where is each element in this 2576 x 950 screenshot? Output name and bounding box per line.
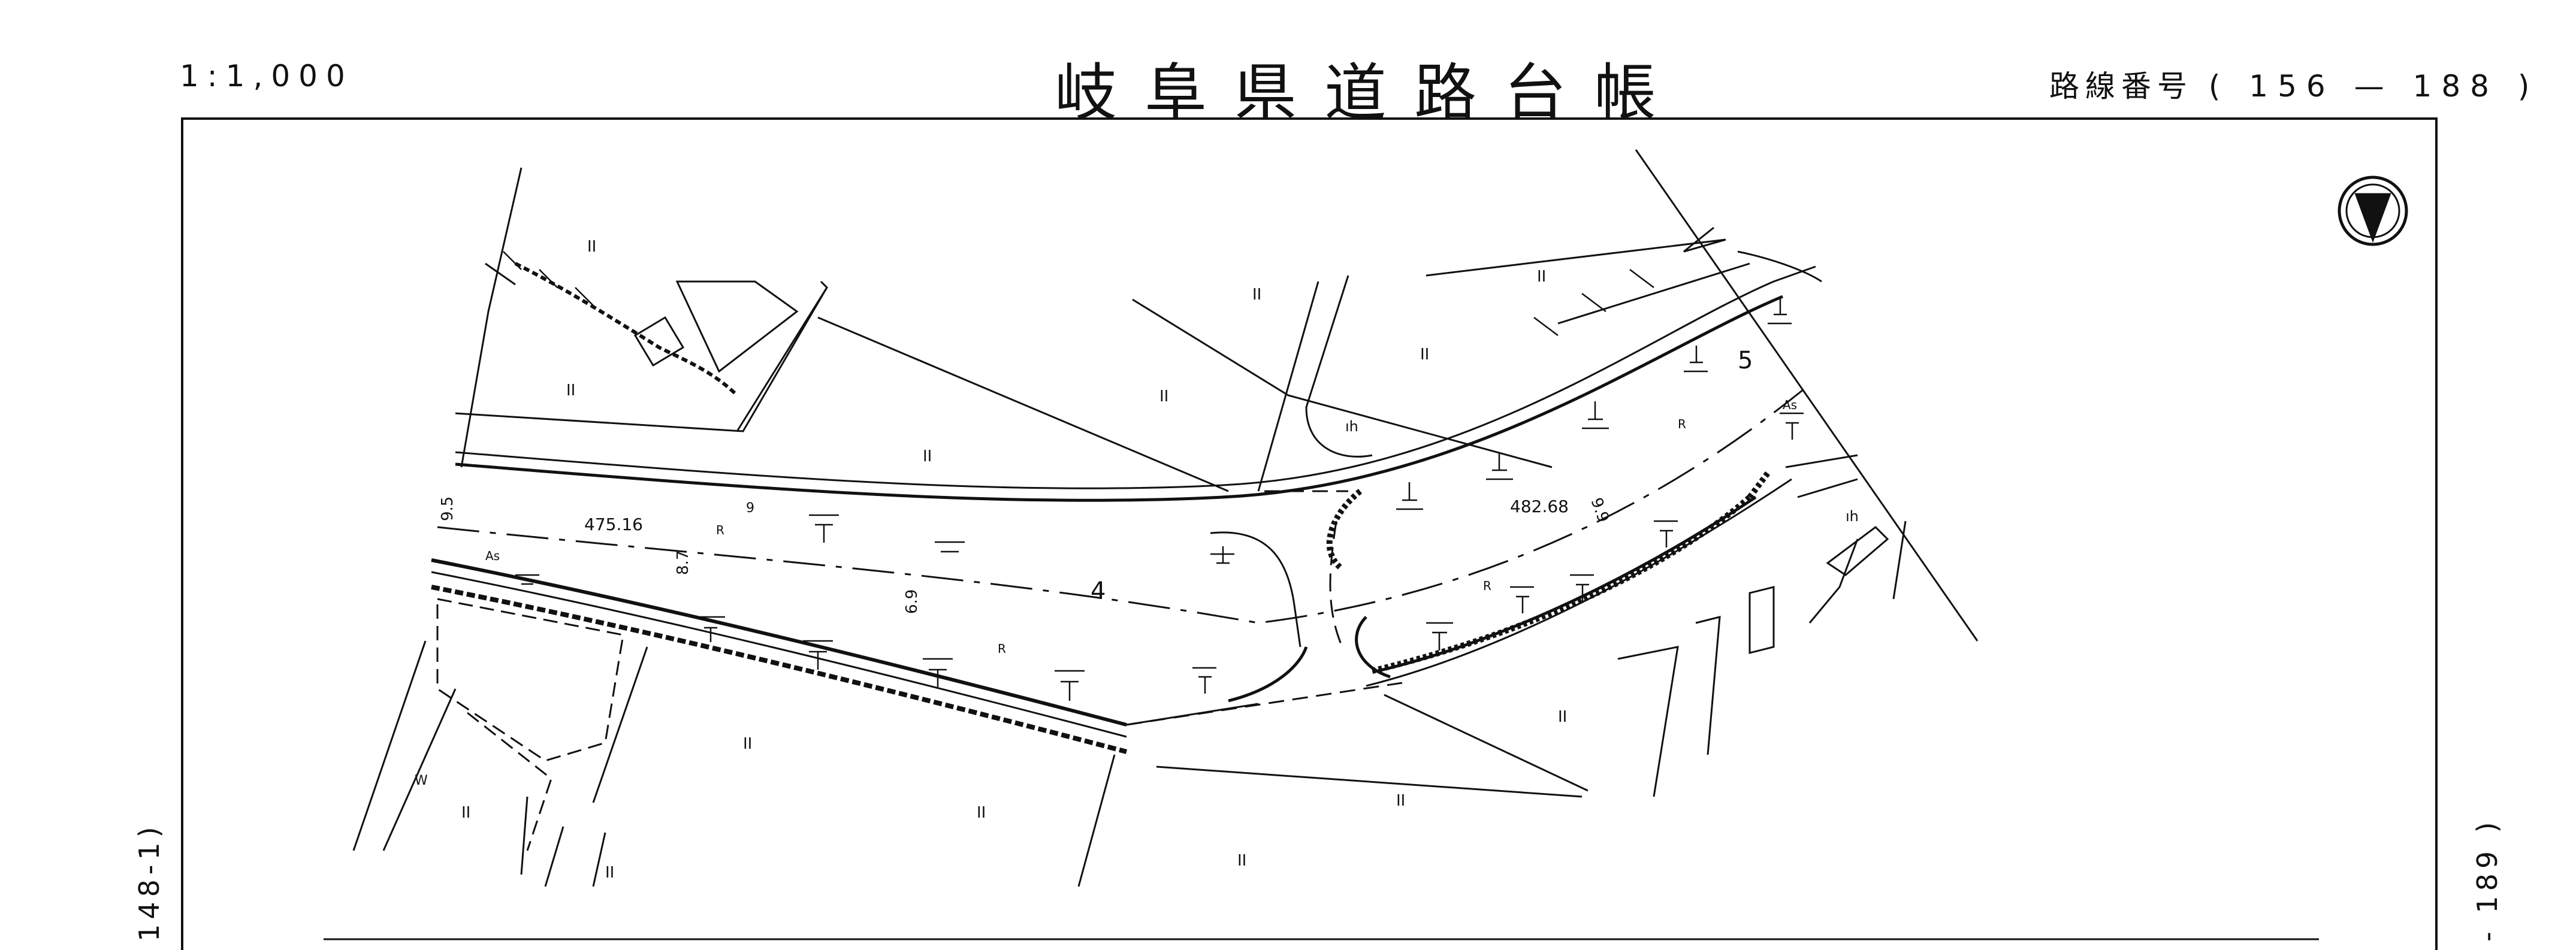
parcel-line	[1808, 521, 1907, 624]
parcel-mark: II	[605, 864, 614, 882]
roadside-mark: R	[1678, 417, 1686, 431]
road-edge-north-inner	[455, 295, 1783, 502]
slope-symbols	[503, 251, 1804, 701]
parcel-line	[1257, 281, 1319, 492]
side-road-east-edge	[1329, 521, 1343, 648]
width-label: 9.5	[439, 497, 457, 521]
parcel-mark: II	[977, 804, 986, 822]
parcel-line	[485, 262, 516, 286]
retaining-wall-north	[514, 262, 739, 397]
parcel-mark: II	[566, 382, 575, 400]
width-label: 6.9	[903, 589, 921, 614]
route-label: 路線番号	[2049, 69, 2193, 104]
parcel-line	[736, 287, 828, 432]
parcel-line	[592, 646, 1583, 887]
parcel-line	[1426, 226, 1726, 277]
parcel-line	[467, 712, 552, 851]
parcel-mark: II	[1537, 268, 1546, 286]
parcel-line	[1384, 694, 1589, 792]
parcel-line	[1305, 275, 1373, 458]
width-label: 9.9	[1587, 495, 1612, 525]
curb-return-west	[1228, 646, 1308, 703]
retaining-wall-south	[431, 585, 1128, 754]
map-frame	[181, 117, 2438, 950]
parcel-mark: II	[1396, 792, 1405, 810]
parcel-line	[675, 280, 799, 373]
parcel-line	[1617, 646, 1679, 797]
parcel-line	[1695, 616, 1721, 755]
dashed-boundary	[1126, 490, 1403, 726]
parcel-line	[1748, 586, 1775, 654]
parcel-mark: II	[1558, 708, 1567, 726]
parcel-mark: II	[743, 735, 752, 753]
north-arrow-icon	[2338, 176, 2408, 246]
pavement-mark: As	[1783, 398, 1797, 412]
road-edge-south-outer	[431, 571, 1127, 738]
roadside-mark: R	[998, 642, 1006, 656]
parcel-line	[436, 598, 624, 762]
road-edge-south-east	[1126, 478, 1792, 726]
parcel-mark: II	[587, 238, 596, 256]
parcel-line	[1737, 250, 1822, 283]
parcel-mark: II	[1252, 286, 1261, 304]
curb-return-east	[1355, 616, 1391, 679]
side-road-west-edge	[1210, 531, 1301, 648]
map-labels: II II II II II II II II II II II II II I…	[415, 238, 1859, 882]
parcel-mark: II	[1420, 346, 1429, 364]
other-mark: ıh	[1345, 418, 1358, 435]
road-edge-north-outer	[455, 265, 1816, 489]
road-centerline	[437, 388, 1804, 624]
roadside-mark: R	[1483, 579, 1491, 593]
left-adjacent-sheet-ref: 148-1)	[133, 822, 165, 942]
parcel-line	[1557, 262, 1750, 325]
width-label: 9	[746, 501, 754, 516]
parcel-line	[1635, 149, 1979, 642]
road-edge-south-east-inner	[1378, 495, 1757, 673]
chainage-label: 482.68	[1510, 497, 1569, 516]
parcel-mark: II	[923, 447, 932, 465]
curb-arc-north	[1326, 489, 1363, 571]
parcel-mark: II	[1159, 388, 1168, 406]
parcel-line	[817, 316, 1229, 492]
station-label: 5	[1738, 347, 1753, 374]
parcel-line	[352, 640, 457, 851]
guard-rail	[1371, 495, 1752, 674]
parcel-mark: II	[461, 804, 470, 822]
chainage-label: 475.16	[584, 515, 643, 534]
other-mark: W	[415, 773, 428, 788]
route-number-value: ( 156 — 188 )	[2208, 69, 2539, 104]
pavement-mark: As	[485, 549, 500, 563]
parcel-line	[460, 167, 523, 468]
parcel-line	[633, 316, 685, 367]
parcel-mark: II	[1237, 852, 1246, 870]
parcel-line	[520, 796, 606, 887]
width-label: 8.7	[674, 550, 692, 575]
route-number: 路線番号 ( 156 — 188 )	[2049, 62, 2539, 105]
parcel-line	[455, 280, 828, 432]
road-edge-south-inner	[431, 558, 1127, 727]
parcel-line	[1785, 454, 1858, 498]
page-title: 岐阜県道路台帳	[1055, 56, 1684, 129]
parcel-line	[1826, 526, 1889, 576]
other-mark: ıh	[1846, 508, 1859, 525]
parcel-line	[1132, 298, 1553, 468]
station-label: 4	[1091, 577, 1106, 605]
map-scale: 1:1,000	[180, 59, 354, 93]
guard-rail-end	[1747, 471, 1770, 499]
roadside-mark: R	[716, 523, 724, 537]
right-adjacent-sheet-ref: - 189 )	[2471, 817, 2503, 942]
